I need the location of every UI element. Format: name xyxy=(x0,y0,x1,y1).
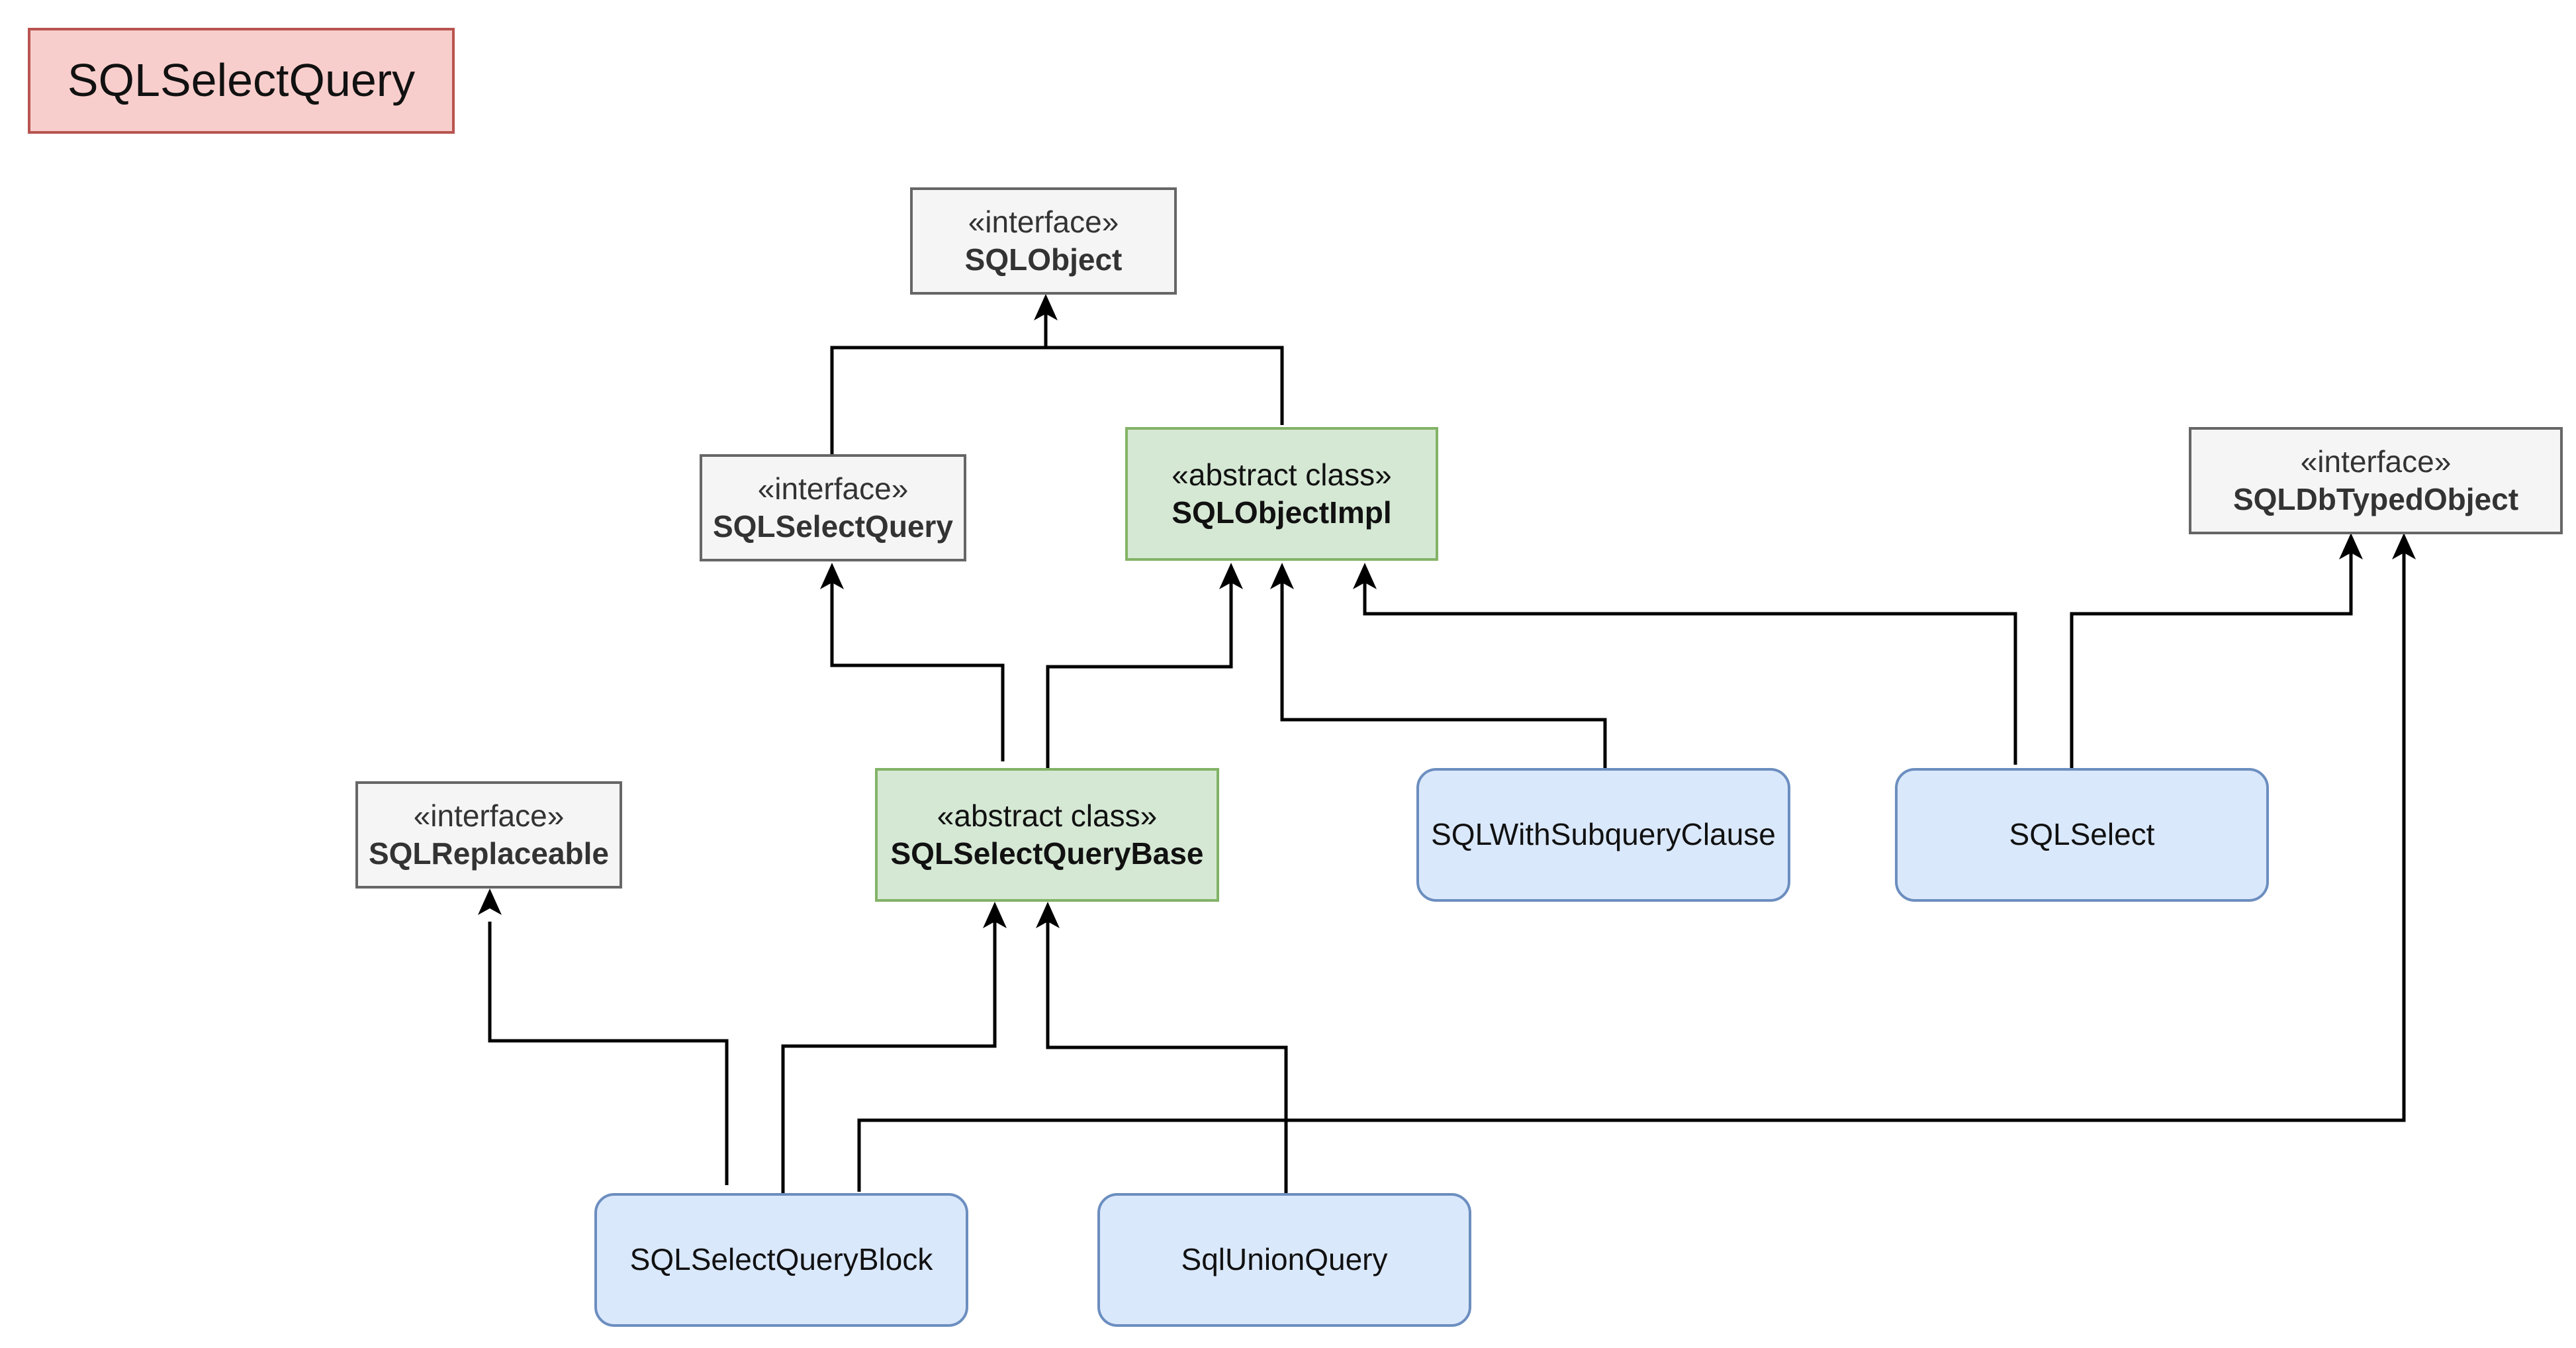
node-sqlobjectimpl[interactable]: «abstract class» SQLObjectImpl xyxy=(1125,427,1438,561)
class-name: SqlUnionQuery xyxy=(1181,1242,1388,1277)
edge-sqlselect-to-sqlobjectimpl xyxy=(1363,579,2017,765)
class-name: SQLSelectQuery xyxy=(712,509,954,544)
edge-withsubquery-to-sqlobjectimpl xyxy=(1280,579,1607,768)
node-sqlreplaceable[interactable]: «interface» SQLReplaceable xyxy=(355,781,622,889)
node-sqlselect[interactable]: SQLSelect xyxy=(1895,768,2269,902)
arrowhead-dbtyped-a xyxy=(2339,533,2363,559)
node-sqlobject[interactable]: «interface» SQLObject xyxy=(910,187,1177,295)
class-name: SQLDbTypedObject xyxy=(2232,482,2519,516)
arrowhead-querybase-a xyxy=(983,902,1007,928)
arrowhead-sqlselectquery xyxy=(820,563,844,589)
edge-queryblock-to-querybase xyxy=(781,917,997,1195)
stereotype-label: «interface» xyxy=(2300,444,2452,479)
arrowhead-sqlobjectimpl-a xyxy=(1219,563,1243,589)
edge-querybase-to-sqlobjectimpl xyxy=(1046,579,1233,768)
arrowhead-sqlobject xyxy=(1034,294,1058,320)
node-sqlselectqueryblock[interactable]: SQLSelectQueryBlock xyxy=(594,1193,968,1327)
diagram-title: SQLSelectQuery xyxy=(28,28,455,134)
class-name: SQLSelectQueryBlock xyxy=(629,1242,933,1277)
edge-querybase-to-sqlselectquery xyxy=(830,579,1005,761)
arrowhead-querybase-b xyxy=(1036,902,1060,928)
stereotype-label: «interface» xyxy=(757,471,909,506)
class-name: SQLWithSubqueryClause xyxy=(1431,817,1776,852)
stereotype-label: «abstract class» xyxy=(937,798,1158,833)
node-sqlunionquery[interactable]: SqlUnionQuery xyxy=(1097,1193,1471,1327)
node-sqlselectquery[interactable]: «interface» SQLSelectQuery xyxy=(700,454,966,561)
arrowhead-sqlobjectimpl-c xyxy=(1353,563,1377,589)
stereotype-label: «abstract class» xyxy=(1172,457,1392,492)
class-name: SQLObject xyxy=(964,242,1123,277)
node-sqlwithsubqueryclause[interactable]: SQLWithSubqueryClause xyxy=(1416,768,1790,902)
node-sqlselectquerybase[interactable]: «abstract class» SQLSelectQueryBase xyxy=(875,768,1219,902)
arrowhead-sqlobjectimpl-b xyxy=(1270,563,1294,589)
edge-sqlobjectimpl-to-sqlobject xyxy=(1046,346,1284,425)
edge-queryblock-to-replaceable xyxy=(488,922,729,1185)
edge-queryblock-to-dbtyped xyxy=(857,550,2406,1192)
edge-unionquery-to-querybase xyxy=(1046,917,1288,1195)
diagram-title-text: SQLSelectQuery xyxy=(67,54,416,107)
stereotype-label: «interface» xyxy=(968,204,1119,239)
edge-sqlselectquery-to-sqlobject xyxy=(830,310,1048,455)
class-name: SQLSelect xyxy=(2009,817,2155,852)
arrowhead-replaceable xyxy=(478,889,502,915)
edge-sqlselect-to-dbtyped xyxy=(2070,550,2353,768)
arrowhead-dbtyped-b xyxy=(2392,533,2416,559)
node-sqldbtypedobject[interactable]: «interface» SQLDbTypedObject xyxy=(2189,427,2563,534)
class-name: SQLObjectImpl xyxy=(1172,495,1392,530)
class-name: SQLSelectQueryBase xyxy=(890,836,1204,871)
stereotype-label: «interface» xyxy=(413,798,565,833)
class-name: SQLReplaceable xyxy=(368,836,610,871)
